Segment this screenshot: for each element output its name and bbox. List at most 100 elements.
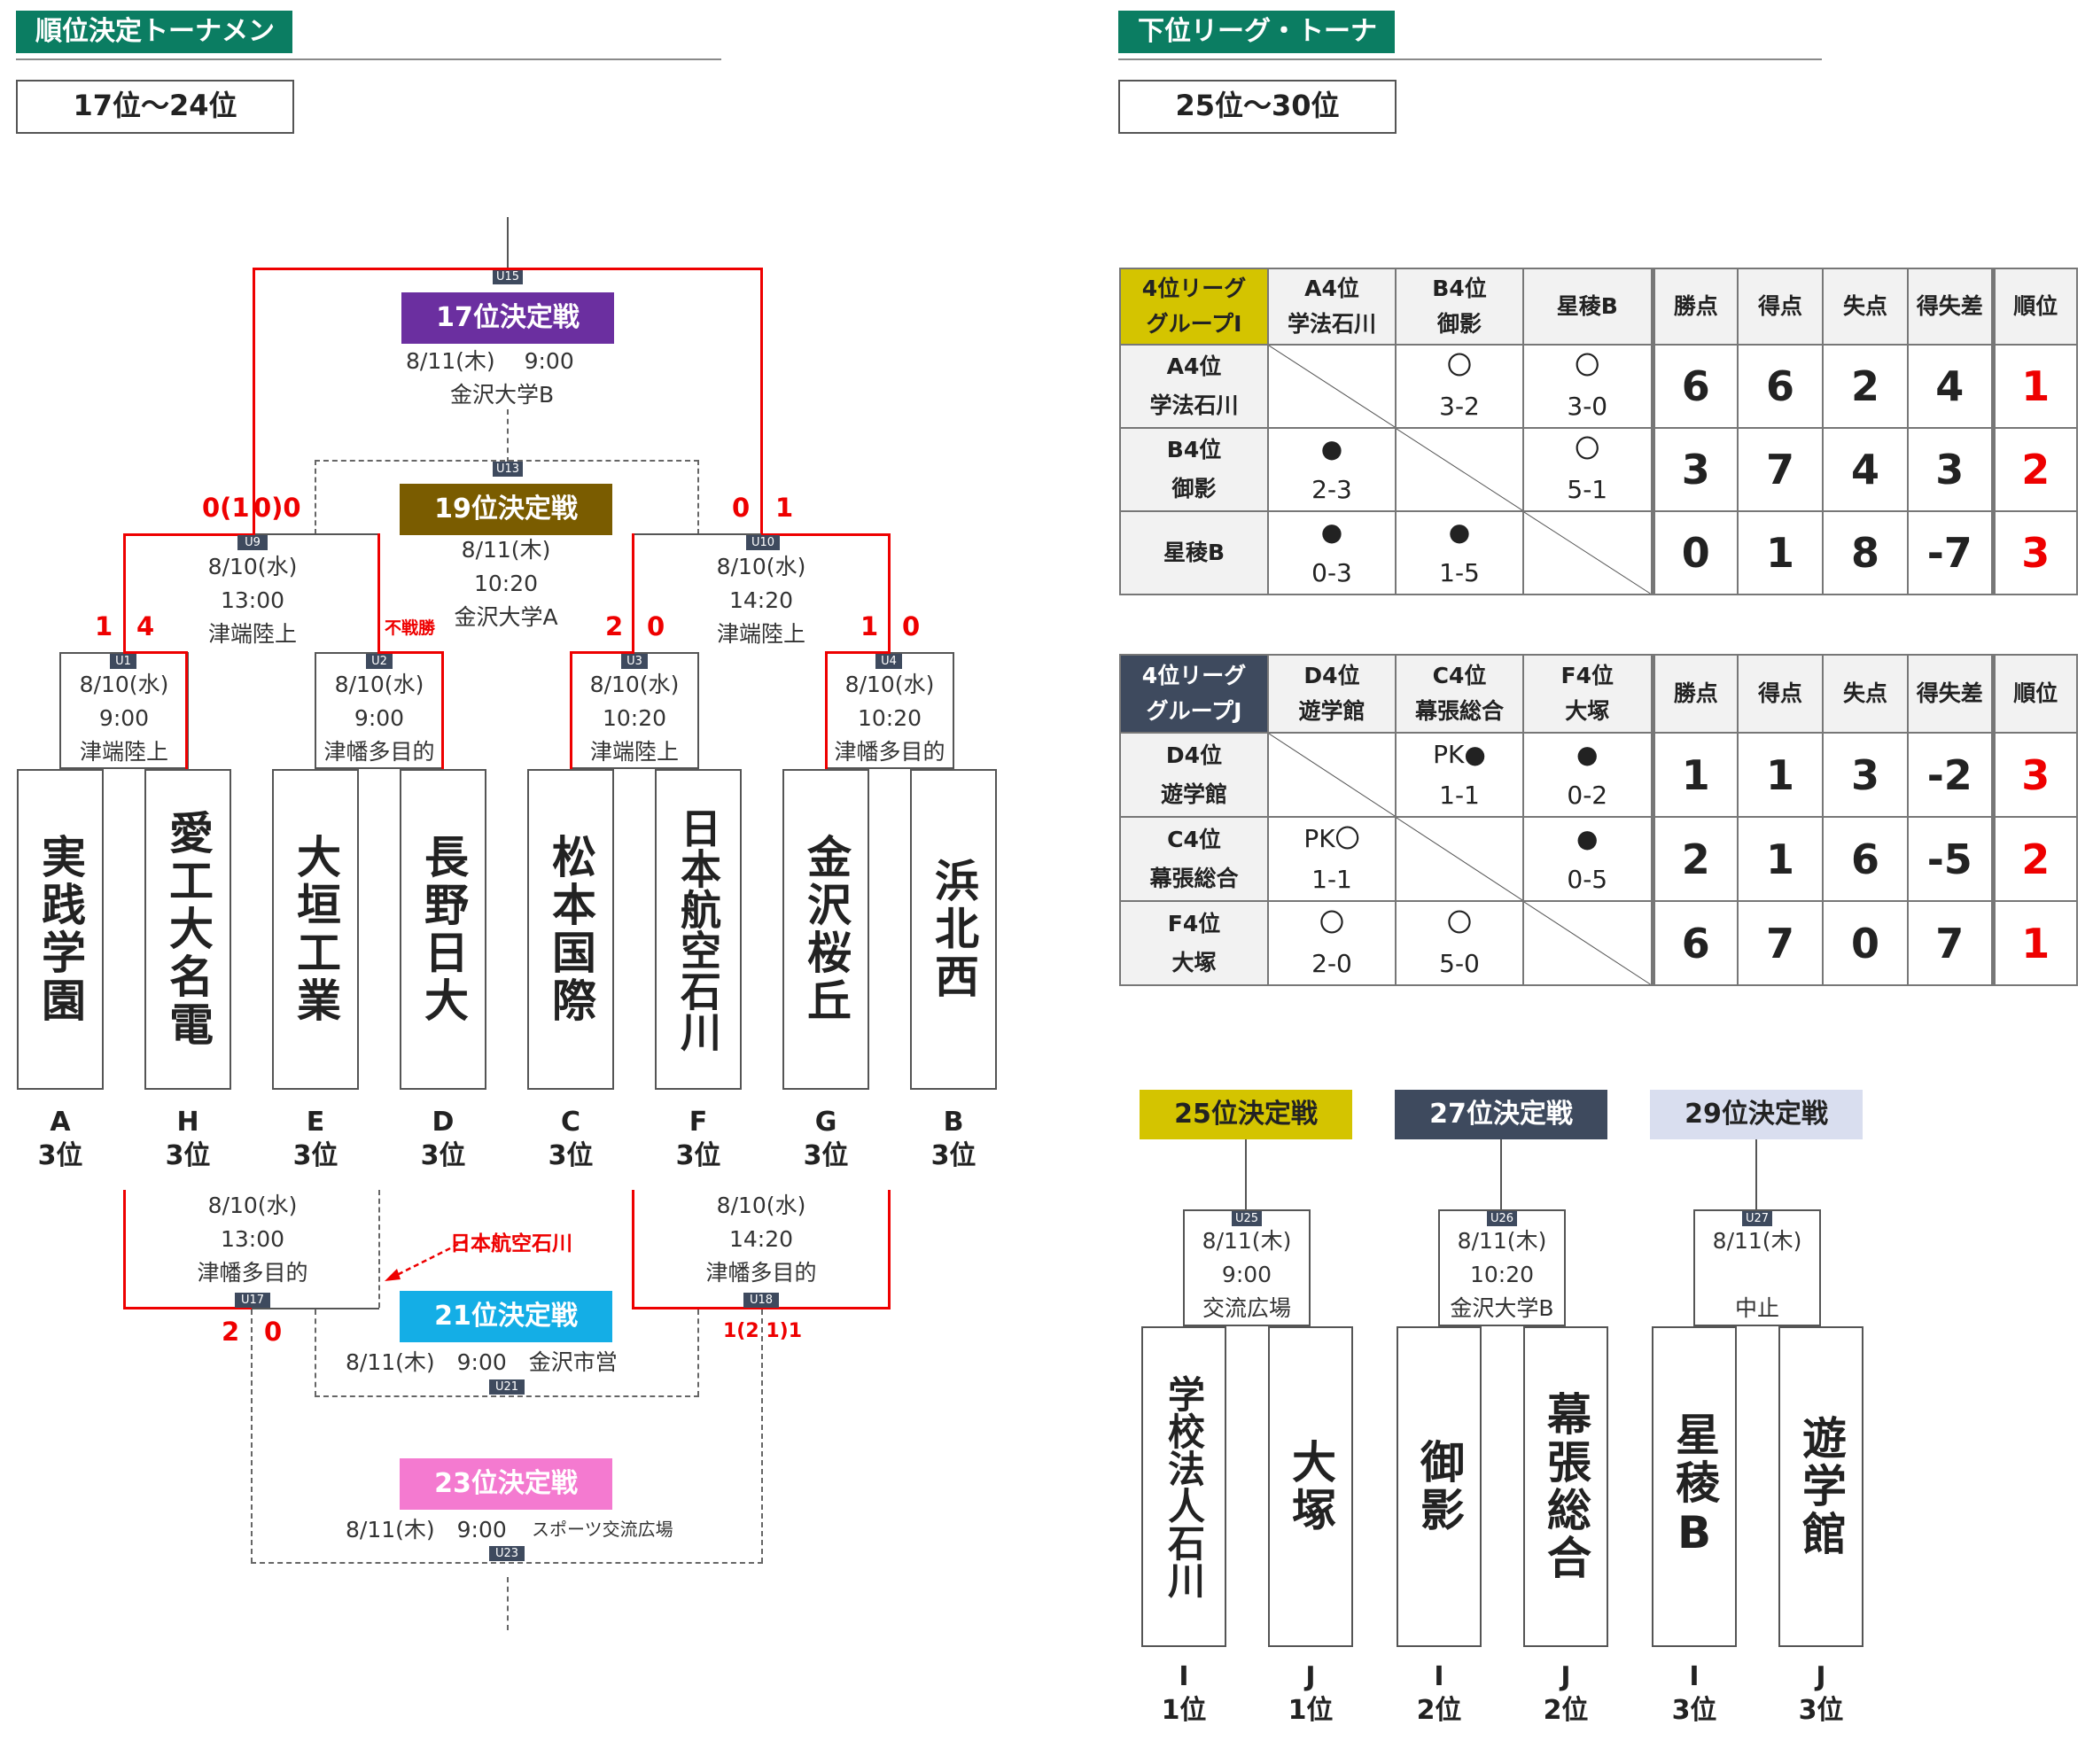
stat-header-goals-for: 得点 <box>1737 654 1824 734</box>
winner-line <box>632 1190 634 1309</box>
u1-score-left: 1 <box>95 611 113 641</box>
bracket-line <box>252 1308 379 1309</box>
self-cell-diagonal <box>1522 510 1655 595</box>
team-seed-group: B <box>943 1107 964 1138</box>
match-code-u4: U4 <box>875 654 902 669</box>
stat-rank: 1 <box>1990 900 2078 986</box>
match-code-u2: U2 <box>366 654 393 669</box>
bracket-line-dashed <box>251 1309 253 1563</box>
stat-goals-against: 4 <box>1822 427 1909 512</box>
league-table-group-i: 4位リーグ グループI A4位 学法石川 B4位 御影 星稜B 勝点 得点 失点… <box>1119 268 2078 595</box>
bracket-line-dashed <box>697 1309 699 1396</box>
team-box: 遊学館 <box>1778 1326 1863 1647</box>
winner-line <box>441 651 444 769</box>
result-cell: 〇 3-0 <box>1522 344 1655 429</box>
winner-line <box>825 651 891 654</box>
final-21st-title: 21位決定戦 <box>400 1291 612 1342</box>
stat-goal-diff: 4 <box>1907 344 1994 429</box>
match-code-u25: U25 <box>1232 1211 1262 1226</box>
team-seed-place: 3位 <box>675 1140 721 1171</box>
match-code-u10: U10 <box>746 535 780 550</box>
winner-line <box>123 651 187 654</box>
team-seed-place: 3位 <box>548 1140 594 1171</box>
winner-line <box>377 533 380 652</box>
u3-score-right: 0 <box>647 611 665 641</box>
result-cell: PK〇 1-1 <box>1267 816 1397 902</box>
winner-line <box>253 268 762 270</box>
match-code-u23: U23 <box>489 1546 525 1561</box>
group-j-row-header: F4位 大塚 <box>1119 900 1269 986</box>
team-seed-group: I <box>1179 1661 1189 1692</box>
placement-info: 8/11(木) 9:00 交流広場 <box>1202 1228 1292 1321</box>
placement-title: 25位決定戦 <box>1140 1090 1352 1139</box>
bracket-line-dashed <box>378 1190 380 1308</box>
bracket-line-dashed <box>315 460 699 462</box>
team-seed-place: 3位 <box>420 1140 466 1171</box>
team-seed-group: D <box>432 1107 455 1138</box>
team-seed-group: J <box>1560 1661 1571 1692</box>
stat-points: 1 <box>1652 732 1739 818</box>
team-seed-place: 1位 <box>1161 1695 1207 1726</box>
stat-rank: 2 <box>1990 427 2078 512</box>
stat-goal-diff: -7 <box>1907 510 1994 595</box>
stat-goals-for: 7 <box>1737 427 1824 512</box>
stat-goals-against: 2 <box>1822 344 1909 429</box>
bracket-line-dashed <box>315 1395 699 1397</box>
bracket-line-dashed <box>315 1309 316 1396</box>
stat-header-points: 勝点 <box>1652 654 1739 734</box>
team-seed-group: J <box>1816 1661 1826 1692</box>
group-j-col-header: C4位 幕張総合 <box>1395 654 1524 734</box>
left-range-box: 17位～24位 <box>16 80 294 134</box>
team-seed-place: 3位 <box>803 1140 849 1171</box>
stat-goals-for: 1 <box>1737 732 1824 818</box>
bracket-line <box>1755 1139 1757 1210</box>
u3-info: 8/10(水) 10:20 津端陸上 <box>589 672 680 765</box>
result-cell: 〇 5-0 <box>1395 900 1524 986</box>
final-19th-title: 19位決定戦 <box>400 484 612 535</box>
team-box: 愛工大名電 <box>144 769 231 1090</box>
team-seed-group: F <box>689 1107 708 1138</box>
team-seed-group: C <box>560 1107 581 1138</box>
bracket-line <box>633 533 761 535</box>
left-header-underline <box>16 58 721 60</box>
stat-goals-against: 6 <box>1822 816 1909 902</box>
self-cell-diagonal <box>1267 732 1397 818</box>
team-seed-place: 2位 <box>1416 1695 1462 1726</box>
placement-title: 29位決定戦 <box>1650 1090 1863 1139</box>
stat-rank: 1 <box>1990 344 2078 429</box>
group-j-row-header: C4位 幕張総合 <box>1119 816 1269 902</box>
winner-line <box>185 651 188 769</box>
u9-score-right: 0)0 <box>253 493 301 523</box>
team-seed-place: 3位 <box>930 1140 976 1171</box>
stat-goal-diff: -2 <box>1907 732 1994 818</box>
bracket-line-dashed <box>315 460 316 534</box>
right-header-underline <box>1118 58 1822 60</box>
u4-score-left: 1 <box>860 611 879 641</box>
winner-line <box>377 651 444 654</box>
group-i-col-header: A4位 学法石川 <box>1267 268 1397 346</box>
stat-goals-for: 1 <box>1737 510 1824 595</box>
stat-header-rank: 順位 <box>1990 268 2078 346</box>
final-17th-venue: 金沢大学B <box>450 382 555 408</box>
team-seed-group: G <box>814 1107 837 1138</box>
stat-header-goals-against: 失点 <box>1822 268 1909 346</box>
u10-score-right: 1 <box>775 493 794 523</box>
stat-goals-against: 0 <box>1822 900 1909 986</box>
stat-points: 2 <box>1652 816 1739 902</box>
stat-goals-against: 3 <box>1822 732 1909 818</box>
winner-line <box>888 533 891 652</box>
team-box: 大塚 <box>1268 1326 1353 1647</box>
final-23rd-title: 23位決定戦 <box>400 1458 612 1510</box>
group-j-row-header: D4位 遊学館 <box>1119 732 1269 818</box>
u9-info: 8/10(水) 13:00 津端陸上 <box>207 554 298 647</box>
result-cell: ● 0-5 <box>1522 816 1655 902</box>
team-box: 学校法人石川 <box>1141 1326 1226 1647</box>
result-cell: 〇 2-0 <box>1267 900 1397 986</box>
stat-header-rank: 順位 <box>1990 654 2078 734</box>
team-box: 日本航空石川 <box>655 769 742 1090</box>
u1-score-right: 4 <box>136 611 155 641</box>
team-box: 金沢桜丘 <box>782 769 869 1090</box>
group-j-title: 4位リーグ グループJ <box>1119 654 1269 734</box>
match-code-u13: U13 <box>493 462 523 477</box>
